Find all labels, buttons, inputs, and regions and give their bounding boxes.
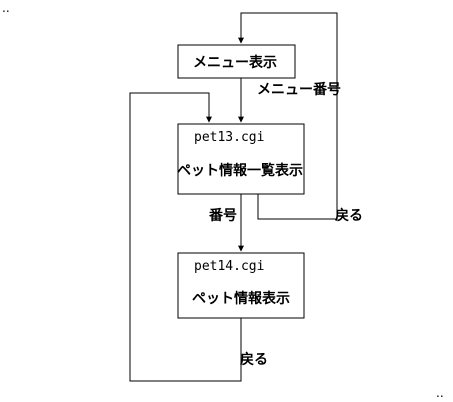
edge-label-back-detail: 戻る: [239, 351, 268, 368]
list-node-file: pet13.cgi: [194, 130, 264, 145]
menu-node-label: メニュー表示: [193, 54, 277, 71]
edge-detail-back-to-list: [129, 92, 242, 382]
detail-node-label: ペット情報表示: [192, 290, 290, 307]
edge-label-number: 番号: [208, 207, 237, 224]
edge-list-back-to-menu: [238, 12, 338, 220]
edge-label-back-list: 戻る: [334, 207, 363, 224]
detail-node-file: pet14.cgi: [194, 259, 264, 274]
list-node-label: ペット情報一覧表示: [177, 162, 303, 179]
edge-label-menu-number: メニュー番号: [257, 81, 341, 98]
menu-node-box: [177, 44, 296, 79]
corner-dots-bottom-right: ..: [436, 386, 444, 400]
corner-dots-top-left: ..: [2, 1, 10, 15]
